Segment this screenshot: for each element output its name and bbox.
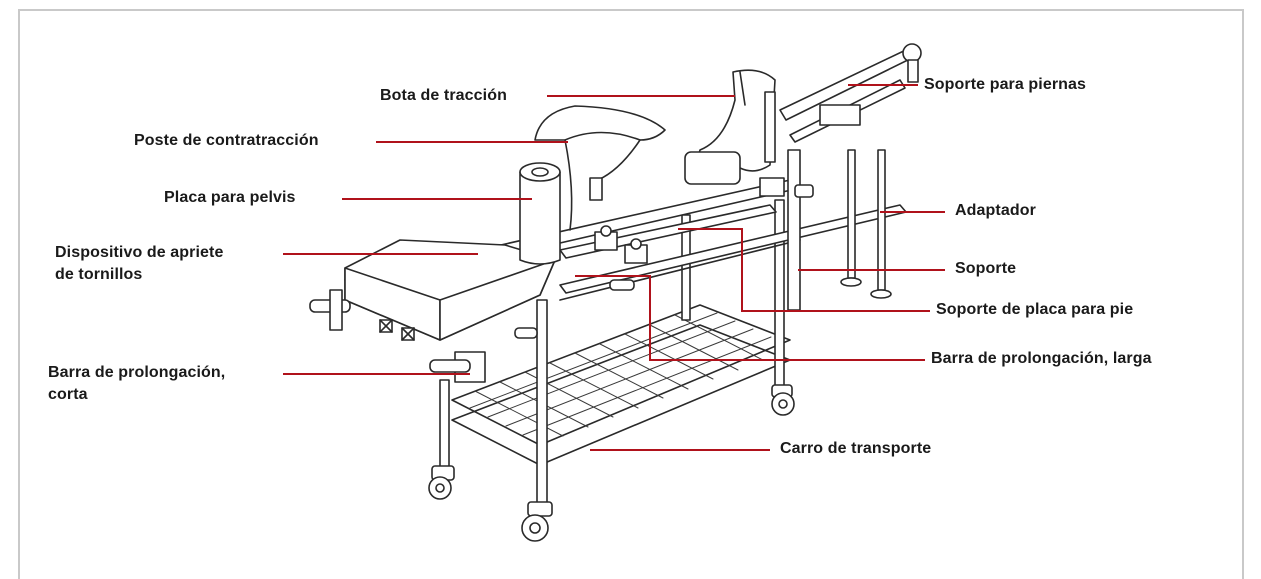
label-soporte: Soporte: [955, 260, 1017, 277]
callout-lines: [283, 84, 945, 451]
leader-soporte-placa-pie: [678, 228, 930, 312]
label-barra-corta-line2: corta: [48, 386, 88, 403]
label-poste-de-contratraccion: Poste de contratracción: [134, 132, 319, 149]
cart-wheels: [428, 384, 795, 542]
screw-clamps: [514, 177, 785, 339]
label-carro-de-transporte: Carro de transporte: [780, 440, 932, 457]
label-barra-corta-line1: Barra de prolongación,: [48, 364, 226, 381]
leg-support: [779, 43, 922, 143]
label-bota-de-traccion: Bota de tracción: [380, 87, 507, 104]
traction-boot: [684, 69, 776, 185]
label-soporte-para-piernas: Soporte para piernas: [924, 76, 1087, 93]
short-extension-bar: [309, 289, 486, 383]
traction-device-illustration: [283, 43, 945, 542]
label-barra-de-prolongacion-larga: Barra de prolongación, larga: [931, 350, 1152, 367]
label-placa-para-pelvis: Placa para pelvis: [164, 189, 296, 206]
leader-barra-larga: [575, 275, 925, 361]
backrest: [534, 105, 666, 231]
label-adaptador: Adaptador: [955, 202, 1036, 219]
figure-frame: [18, 9, 1244, 579]
label-dispositivo-line2: de tornillos: [55, 266, 143, 283]
device-drawing: [309, 43, 922, 542]
label-dispositivo-line1: Dispositivo de apriete: [55, 244, 224, 261]
support-poles: [787, 149, 892, 311]
counter-traction-post: [519, 162, 561, 265]
pelvis-plate: [344, 239, 556, 341]
label-soporte-de-placa-para-pie: Soporte de placa para pie: [936, 301, 1134, 318]
